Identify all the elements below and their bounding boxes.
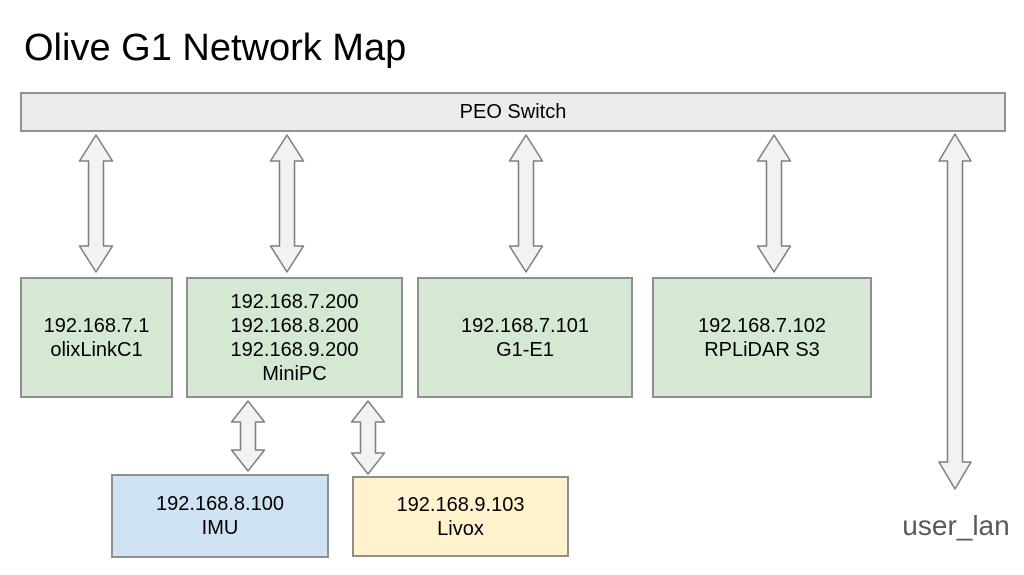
node-livox-label: Livox bbox=[437, 517, 484, 540]
node-rplidar-s3-ip: 192.168.7.102 bbox=[698, 314, 826, 337]
double-arrow-icon-switch-olixlinkc1 bbox=[78, 134, 114, 273]
node-g1e1-label: G1-E1 bbox=[496, 338, 554, 361]
node-g1e1-ip: 192.168.7.101 bbox=[461, 314, 589, 337]
node-minipc-ip-1: 192.168.7.200 bbox=[230, 290, 359, 313]
node-imu-label: IMU bbox=[201, 517, 239, 539]
node-rplidar-s3: 192.168.7.102 RPLiDAR S3 bbox=[652, 277, 872, 398]
node-olixlinkc1-ip: 192.168.7.1 bbox=[43, 314, 150, 337]
node-peo-switch: PEO Switch bbox=[20, 92, 1006, 132]
user-lan-label: user_lan bbox=[902, 510, 1010, 541]
node-imu-ip: 192.168.8.100 bbox=[156, 493, 284, 515]
node-g1e1: 192.168.7.101 G1-E1 bbox=[417, 277, 633, 398]
diagram-title: Olive G1 Network Map bbox=[24, 27, 407, 69]
node-livox-ip: 192.168.9.103 bbox=[396, 493, 525, 516]
node-rplidar-s3-label: RPLiDAR S3 bbox=[704, 338, 820, 361]
node-livox: 192.168.9.103 Livox bbox=[352, 476, 569, 557]
peo-switch-label: PEO Switch bbox=[459, 100, 567, 123]
double-arrow-icon-minipc-imu bbox=[230, 400, 266, 472]
node-minipc-ip-3: 192.168.9.200 bbox=[230, 338, 359, 361]
double-arrow-icon-minipc-livox bbox=[350, 400, 386, 475]
node-imu: 192.168.8.100 IMU bbox=[111, 474, 329, 558]
double-arrow-icon-switch-userlan bbox=[938, 133, 972, 490]
node-minipc: 192.168.7.200 192.168.8.200 192.168.9.20… bbox=[186, 277, 403, 398]
node-olixlinkc1-label: olixLinkC1 bbox=[50, 338, 143, 361]
node-minipc-label: MiniPC bbox=[262, 362, 327, 385]
double-arrow-icon-switch-g1e1 bbox=[508, 134, 544, 273]
node-minipc-ip-2: 192.168.8.200 bbox=[230, 314, 359, 337]
double-arrow-icon-switch-rplidar bbox=[756, 134, 792, 273]
node-olixlinkc1: 192.168.7.1 olixLinkC1 bbox=[20, 277, 173, 398]
double-arrow-icon-switch-minipc bbox=[269, 134, 305, 273]
